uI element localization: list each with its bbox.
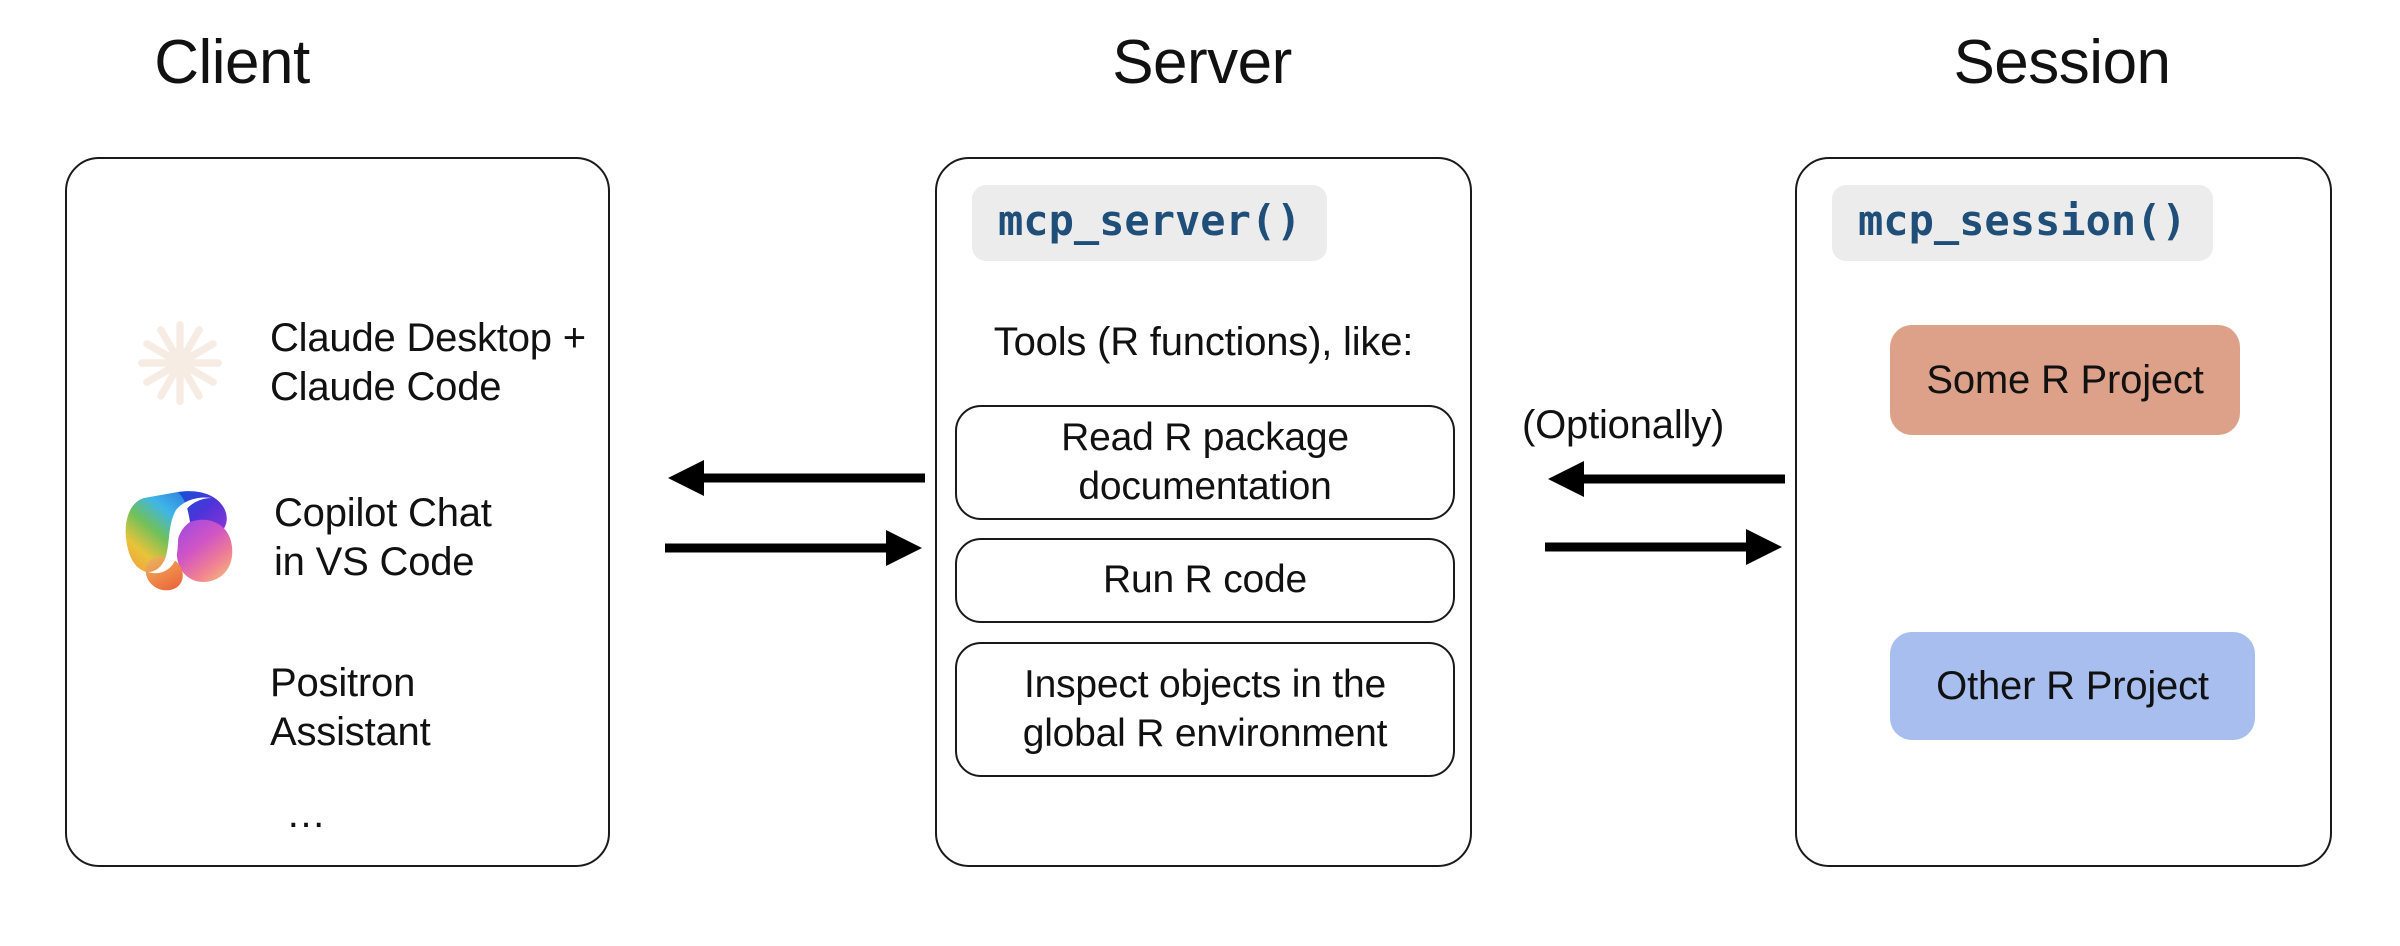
- session-code-badge: mcp_session(): [1832, 185, 2213, 262]
- column-title-client: Client: [154, 28, 310, 97]
- session-card: [1795, 157, 2332, 867]
- copilot-icon: [118, 480, 242, 596]
- client-item-label: Copilot Chat in VS Code: [274, 491, 492, 584]
- server-tool-box[interactable]: Inspect objects in the global R environm…: [955, 642, 1455, 777]
- client-item-copilot[interactable]: Copilot Chat in VS Code: [118, 480, 492, 596]
- client-more-ellipsis: …: [286, 792, 328, 836]
- client-item-label: Positron Assistant: [270, 661, 431, 754]
- connector-optional-label: (Optionally): [1522, 403, 1725, 447]
- client-item-positron[interactable]: Positron Assistant: [122, 650, 431, 766]
- session-project-chip[interactable]: Other R Project: [1890, 632, 2255, 740]
- claude-icon: [122, 305, 238, 421]
- client-item-label: Claude Desktop + Claude Code: [270, 316, 586, 409]
- connector-client-server: [665, 460, 925, 566]
- server-tool-box[interactable]: Run R code: [955, 538, 1455, 623]
- column-title-server: Server: [1112, 28, 1292, 97]
- server-tools-caption: Tools (R functions), like:: [993, 320, 1414, 364]
- session-project-chip[interactable]: Some R Project: [1890, 325, 2240, 435]
- positron-icon: [122, 650, 238, 766]
- server-code-badge: mcp_server(): [972, 185, 1328, 262]
- column-title-session: Session: [1953, 28, 2171, 97]
- server-tool-box[interactable]: Read R package documentation: [955, 405, 1455, 520]
- client-item-claude[interactable]: Claude Desktop + Claude Code: [122, 305, 586, 421]
- connector-server-session: [1545, 461, 1785, 565]
